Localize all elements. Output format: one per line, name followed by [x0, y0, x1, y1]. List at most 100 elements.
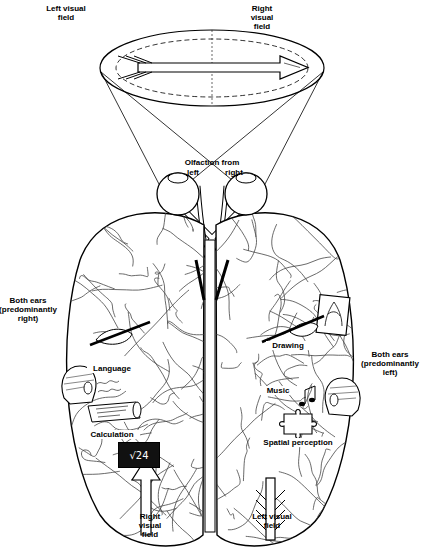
gyrus-line	[57, 269, 118, 328]
text-label: Right visual field	[242, 4, 282, 31]
gyrus-line	[281, 253, 342, 298]
gyrus-line	[153, 263, 168, 329]
language-scroll	[88, 402, 140, 422]
gyrus-line	[162, 486, 187, 489]
gyrus-line	[132, 480, 177, 512]
gyrus-line	[247, 313, 297, 339]
gyri-group	[17, 173, 253, 554]
drawing-frame	[316, 295, 350, 336]
gyrus-line	[284, 210, 339, 259]
gyrus-line	[312, 355, 324, 413]
gyrus-line	[240, 407, 249, 448]
gyrus-line	[92, 224, 128, 244]
left-eye	[157, 173, 199, 215]
gyrus-line	[34, 181, 90, 221]
gyrus-line	[269, 257, 330, 280]
corpus-callosum	[205, 240, 215, 532]
drawing-sketch	[325, 302, 342, 326]
gyrus-line	[83, 274, 115, 317]
gyrus-line	[279, 180, 330, 236]
visual-projection-lines	[101, 72, 323, 186]
gyrus-line	[79, 276, 114, 289]
gyrus-line	[217, 403, 275, 457]
gyrus-line	[246, 536, 312, 548]
text-label: Language	[87, 364, 137, 373]
gyrus-line	[163, 342, 212, 402]
left-lens	[168, 173, 188, 183]
gyrus-line	[253, 354, 259, 380]
text-label: Music	[260, 386, 296, 395]
gyrus-line	[60, 518, 78, 523]
gyrus-line	[291, 355, 350, 357]
pencil	[262, 316, 324, 342]
gyrus-line	[78, 192, 133, 251]
gyrus-line	[307, 528, 336, 554]
text-label: Spatial perception	[258, 438, 338, 447]
chalkboard: √24	[118, 442, 160, 468]
text-label: Olfaction from	[177, 158, 247, 167]
gyrus-line	[256, 378, 299, 414]
gyrus-line	[17, 229, 79, 240]
gyrus-line	[272, 224, 308, 282]
gyrus-line	[268, 397, 306, 401]
music-note	[309, 398, 315, 402]
gyrus-line	[228, 481, 263, 530]
right-eye	[225, 173, 267, 215]
gyrus-line	[72, 198, 89, 237]
right-hemisphere	[216, 213, 353, 546]
puzzle-piece	[280, 410, 317, 439]
text-label: left	[181, 168, 205, 177]
arrow-fletching	[118, 56, 152, 79]
ear	[84, 382, 92, 394]
gyrus-line	[243, 438, 249, 481]
gyrus-line	[124, 290, 189, 356]
gyrus-line	[119, 267, 148, 277]
pencil	[90, 322, 150, 345]
gyrus-line	[276, 260, 284, 312]
gyrus-line	[94, 422, 148, 430]
text-label: Both ears (predominantly right)	[0, 296, 57, 323]
note-stems	[305, 386, 315, 404]
gyrus-line	[150, 393, 174, 404]
arrow-shading	[284, 63, 300, 68]
gyrus-line	[89, 214, 93, 238]
gyrus-line	[236, 219, 256, 262]
head-silhouette	[325, 378, 360, 416]
gyrus-line	[348, 497, 362, 554]
brain-gyri	[17, 173, 404, 554]
scroll-lines	[96, 406, 128, 417]
gyrus-line	[227, 509, 235, 519]
text-label: Calculation	[84, 430, 140, 439]
gyrus-line	[257, 355, 304, 366]
music-note	[299, 402, 305, 406]
gyrus-line	[92, 285, 163, 291]
field-arrow	[138, 56, 308, 79]
text-label: right	[221, 168, 247, 177]
gyrus-line	[136, 419, 183, 434]
gyrus-line	[337, 284, 355, 293]
gyrus-line	[39, 401, 69, 407]
gyrus-line	[43, 286, 101, 320]
gyrus-line	[305, 454, 320, 499]
gyrus-line	[316, 474, 367, 524]
gyrus-line	[193, 366, 254, 377]
ear	[330, 394, 338, 406]
field-arrow-tail	[266, 478, 275, 540]
chalkboard-formula: √24	[129, 450, 148, 461]
text-label: Both ears (predominantly left)	[361, 350, 419, 377]
gyrus-line	[153, 378, 207, 403]
gyrus-line	[316, 449, 331, 486]
gyrus-line	[101, 224, 133, 266]
text-label: Left visual field	[46, 4, 86, 22]
gyrus-line	[269, 281, 291, 322]
optic-tract	[196, 260, 228, 300]
gyrus-line	[51, 469, 120, 475]
gyrus-line	[221, 362, 241, 368]
gyrus-line	[330, 530, 385, 546]
gyrus-line	[136, 359, 169, 412]
text-label: Right visual field	[130, 512, 170, 539]
gyrus-line	[284, 365, 307, 380]
gyrus-line	[141, 347, 180, 398]
